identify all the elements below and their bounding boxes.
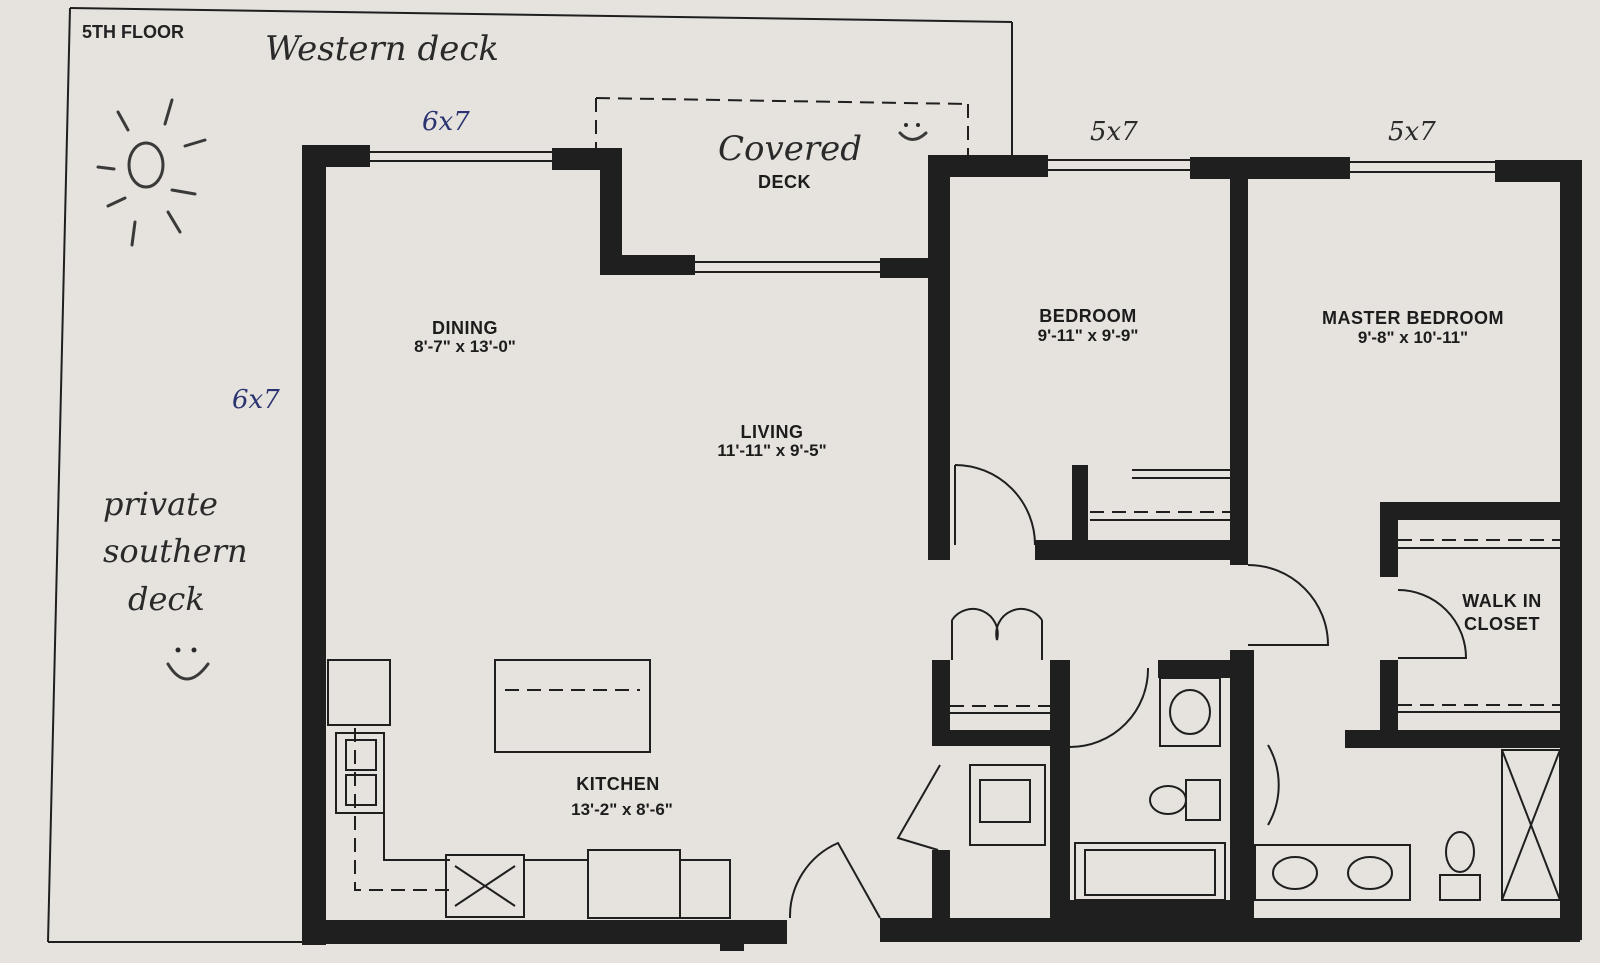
sun-doodle [96, 98, 207, 247]
master-bedroom-dims: 9'-8" x 10'-11" [1358, 328, 1468, 347]
smiley-doodle-covered [898, 123, 928, 141]
window-size-master: 5x7 [1388, 117, 1436, 147]
private-deck-note-2: southern [103, 532, 248, 570]
private-deck-note-3: deck [128, 580, 205, 618]
washer-dryer [969, 764, 1046, 846]
bath-fixtures [969, 677, 1561, 901]
master-bedroom-label: MASTER BEDROOM [1322, 308, 1504, 328]
kitchen-sink [335, 732, 385, 814]
floor-label: 5TH FLOOR [82, 22, 184, 42]
covered-note: Covered [718, 129, 862, 169]
fridge [327, 659, 391, 726]
covered-deck-boundary [595, 97, 969, 160]
shower [1501, 749, 1561, 901]
kitchen-island [494, 659, 651, 753]
bathtub [1074, 842, 1226, 901]
bedroom-dims: 9'-11" x 9'-9" [1038, 326, 1139, 345]
double-vanity [1254, 844, 1411, 901]
vanity-sink [1159, 677, 1221, 747]
smiley-doodle-deck [166, 647, 210, 681]
kitchen-label: KITCHEN [576, 774, 660, 794]
walk-in-closet-label-1: WALK IN [1462, 591, 1542, 611]
western-deck-note: Western deck [265, 29, 499, 69]
window-size-dining-left: 6x7 [232, 385, 280, 415]
master-toilet [1445, 831, 1475, 873]
door-swings [788, 464, 1468, 919]
covered-deck-label: DECK [758, 172, 811, 192]
window-size-bedroom: 5x7 [1090, 117, 1138, 147]
living-label: LIVING [740, 422, 803, 442]
range [445, 854, 525, 918]
deck-boundary [47, 7, 1013, 943]
dining-dims: 8'-7" x 13'-0" [414, 337, 516, 356]
walk-in-closet-label-2: CLOSET [1464, 614, 1540, 634]
interior-walls [932, 170, 1580, 920]
bedroom-label: BEDROOM [1039, 306, 1137, 326]
windows [308, 151, 1495, 505]
kitchen-dims: 13'-2" x 8'-6" [571, 800, 673, 819]
private-deck-note-1: private [103, 485, 218, 523]
dining-label: DINING [432, 318, 498, 338]
kitchen-fixtures [327, 659, 731, 919]
living-dims: 11'-11" x 9'-5" [717, 441, 826, 460]
window-size-dining-top: 6x7 [422, 107, 470, 137]
closet-shelves [950, 469, 1560, 714]
